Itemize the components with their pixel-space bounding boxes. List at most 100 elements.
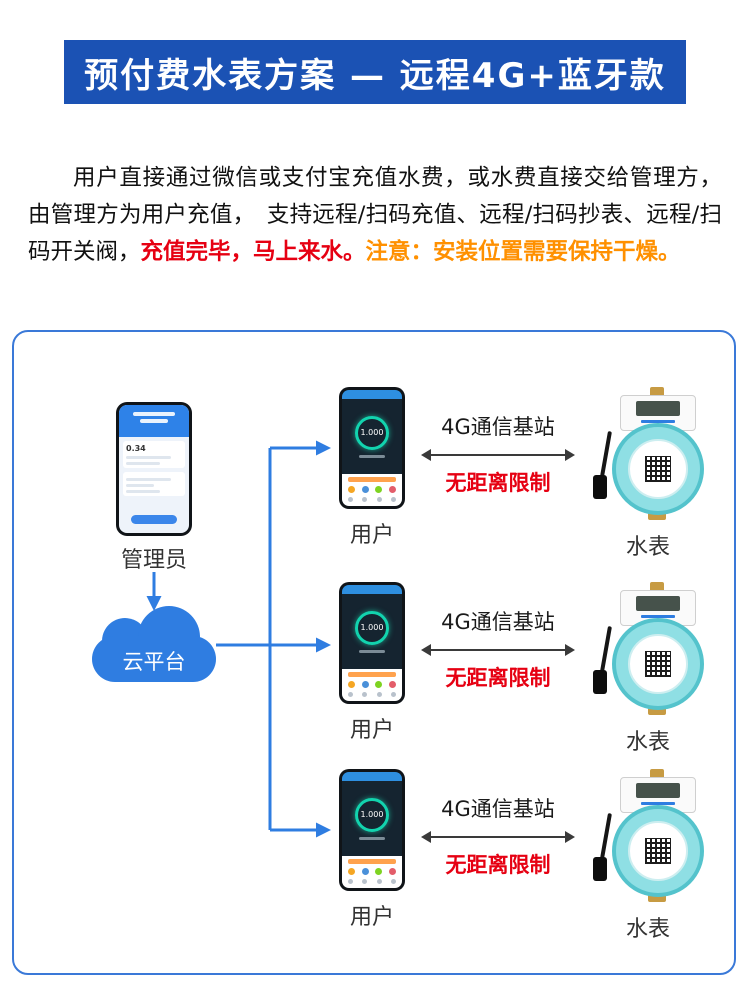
qr-code [645,838,671,864]
meter-fitting [648,511,666,520]
feature-icon [348,868,355,875]
admin-app-header [119,405,189,437]
nav-icon [376,692,382,697]
app-nav-icons [346,692,398,697]
user-label: 用户 [349,905,394,930]
intro-red-text: 充值完毕，马上来水。 [140,239,366,265]
meter-brand-stripe [641,615,675,618]
nav-icon [376,879,382,884]
water-meter [588,387,708,520]
text-bar [126,478,171,481]
link-column: 4G通信基站 无距离限制 [418,411,578,561]
feature-icon [375,868,383,875]
meter-label: 水表 [625,535,670,560]
meter-cable [600,626,612,672]
meter-face [628,439,688,499]
water-gauge: 1.000 [342,781,402,856]
meter-column: 水表 [578,582,718,756]
user-label: 用户 [349,718,394,743]
gauge-ring: 1.000 [355,797,389,832]
user-phone: 1.000 [339,769,405,891]
text-bar [126,462,160,465]
meter-brand-stripe [641,420,675,423]
flow-row: 1.000 用户 4G通信基站 无距离限制 [326,769,726,943]
phone-statusbar [342,585,402,594]
meter-fitting [648,893,666,902]
nav-icon [348,497,353,502]
meter-cable [600,431,612,477]
text-bar [126,490,160,493]
app-feature-icons [346,486,398,493]
feature-icon [388,681,396,688]
meter-face [628,634,688,694]
admin-label: 管理员 [120,548,187,573]
gauge-value: 1.000 [360,428,384,437]
nav-icon [362,879,368,884]
meter-body [612,423,704,515]
text-bar [126,484,154,487]
link-label: 4G通信基站 [441,797,555,821]
meter-face [628,821,688,881]
gauge-subtext-bar [359,649,385,653]
link-note: 无距离限制 [445,853,551,877]
meter-fitting [648,706,666,715]
link-label: 4G通信基站 [441,415,555,439]
meter-column: 水表 [578,387,718,561]
list-card [123,472,185,496]
user-phone-screen: 1.000 [342,390,402,506]
admin-phone-screen: 0.34 [119,405,189,533]
app-nav-icons [346,879,398,884]
link-note: 无距离限制 [445,471,551,495]
app-nav-icons [346,497,398,502]
qr-code [645,456,671,482]
gauge-value: 1.000 [360,623,384,632]
water-gauge: 1.000 [342,594,402,669]
feature-icon [361,868,369,875]
qr-code [645,651,671,677]
double-arrow-icon [421,644,575,656]
meter-label: 水表 [625,917,670,942]
feature-icon [375,681,383,688]
app-feature-icons [346,681,398,688]
cloud-label: 云平台 [122,650,186,674]
phone-statusbar [342,390,402,399]
gauge-subtext-bar [359,836,385,840]
link-label: 4G通信基站 [441,610,555,634]
water-meter [588,769,708,902]
header-text-bar [140,419,168,423]
phone-app-panel [342,856,402,888]
gauge-ring: 1.000 [355,610,389,645]
gauge-ring: 1.000 [355,415,389,450]
nav-icon [390,879,396,884]
notice-banner [348,859,396,864]
intro-orange-text: 注意：安装位置需要保持干燥。 [365,239,681,265]
admin-column: 0.34 管理员 [92,402,216,574]
user-column: 1.000 用户 [326,387,418,561]
phone-app-panel [342,669,402,701]
double-arrow-icon [421,831,575,843]
balance-value: 0.34 [126,444,146,453]
balance-card: 0.34 [123,441,185,468]
meter-lcd [636,596,680,611]
admin-app-body: 0.34 [119,437,189,533]
nav-icon [362,692,368,697]
feature-icon [375,486,383,493]
double-arrow-icon [421,449,575,461]
flow-row: 1.000 用户 4G通信基站 无距离限制 [326,387,726,561]
water-meter [588,582,708,715]
feature-icon [388,868,396,875]
meter-head-module [620,777,696,813]
nav-icon [390,497,396,502]
meter-cable-plug [593,475,607,499]
meter-lcd [636,401,680,416]
user-label: 用户 [349,523,394,548]
nav-icon [376,497,382,502]
meter-cable [600,813,612,859]
text-bar [126,456,171,459]
app-feature-icons [346,868,398,875]
meter-lcd [636,783,680,798]
feature-icon [388,486,396,493]
nav-icon [348,879,353,884]
admin-phone: 0.34 [116,402,192,536]
